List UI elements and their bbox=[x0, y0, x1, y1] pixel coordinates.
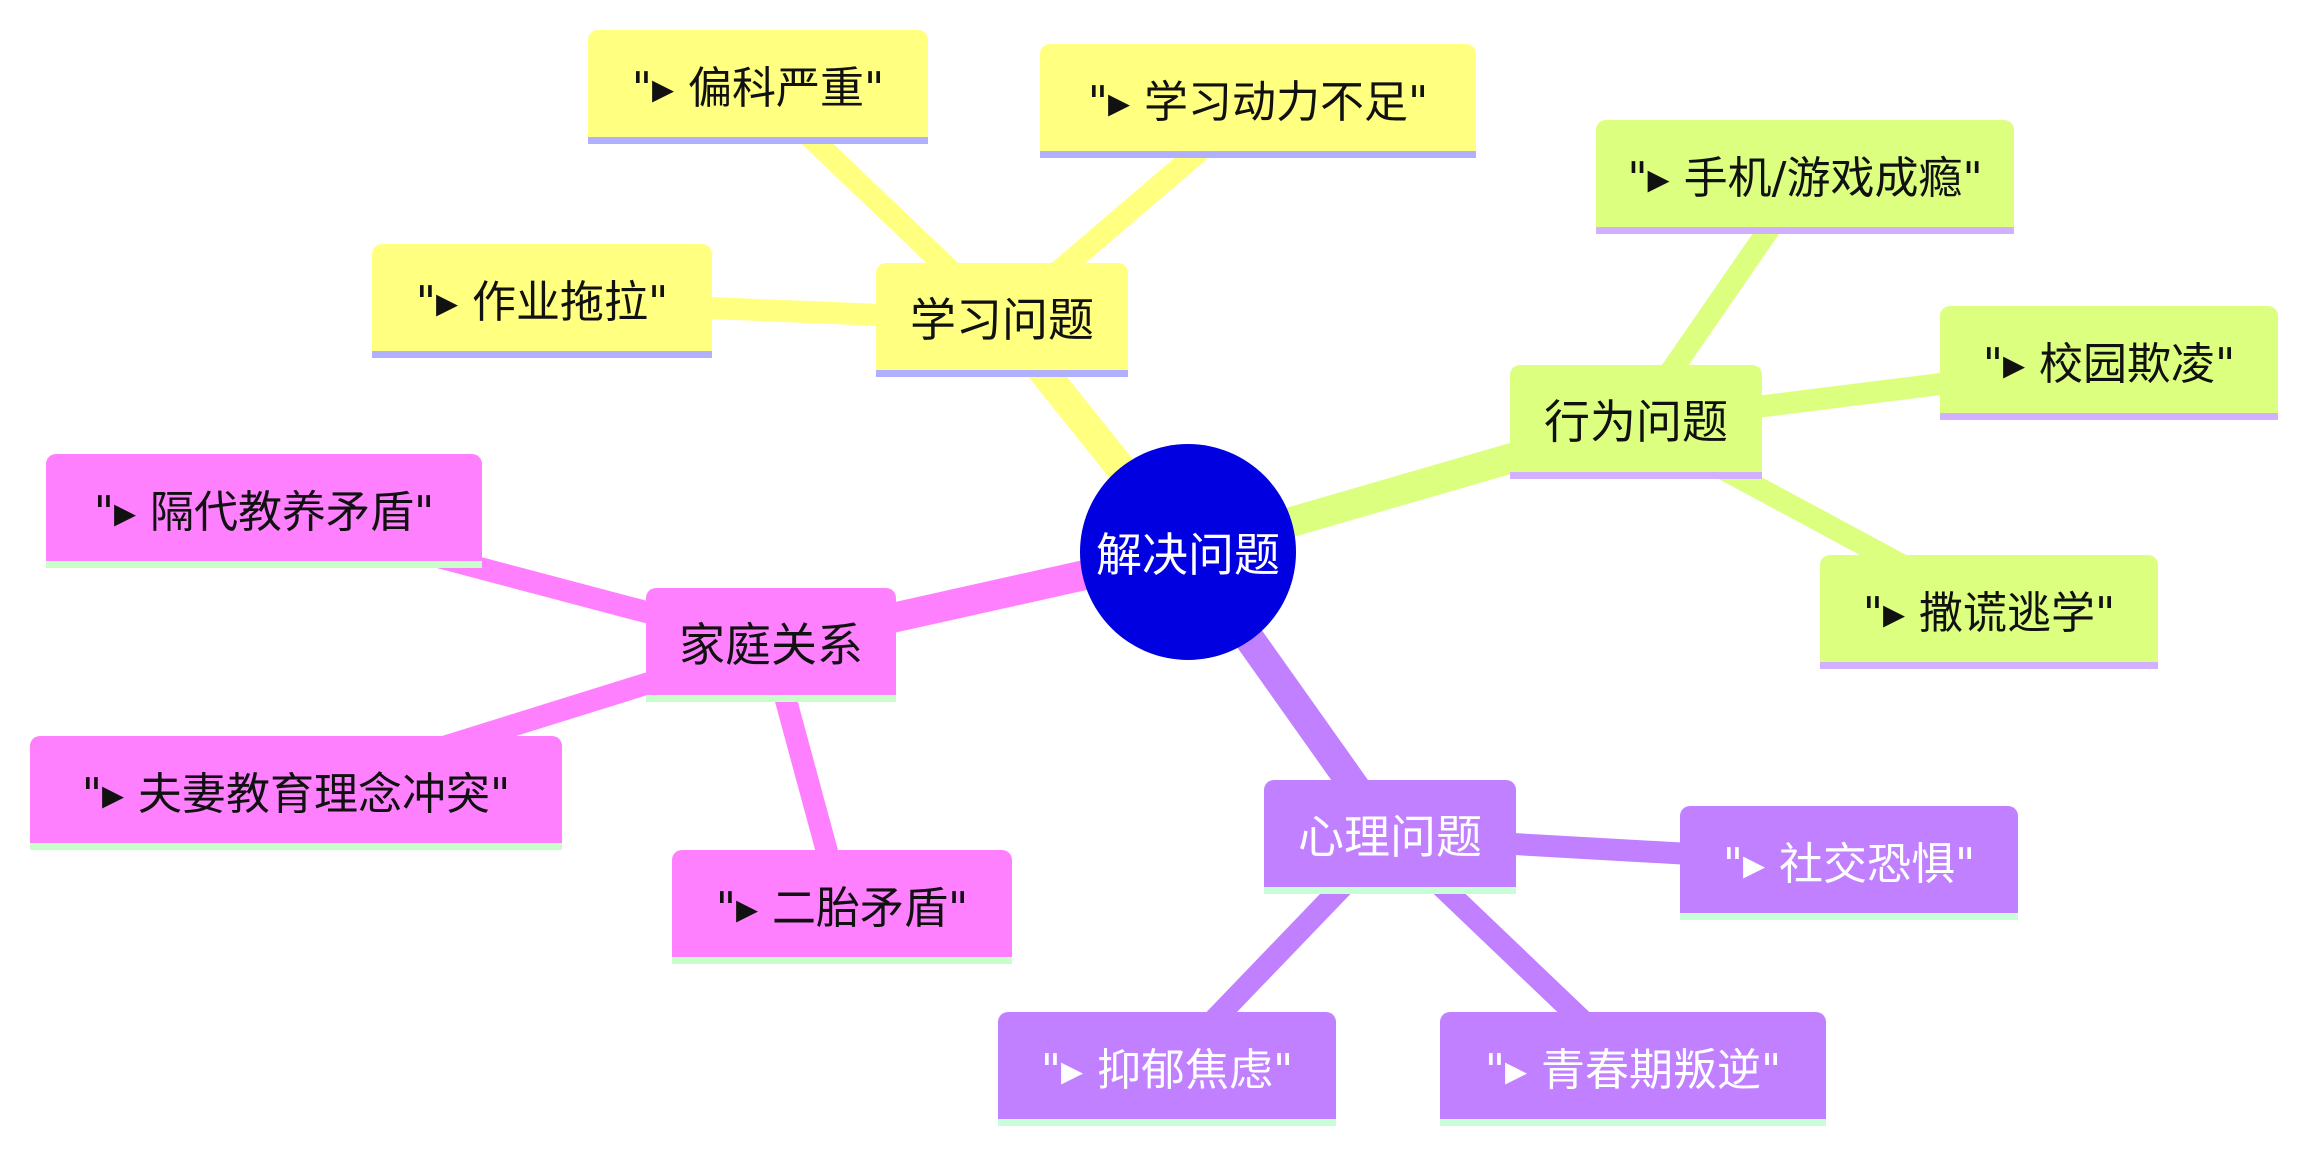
leaf-family-1-label: "▸ 夫妻教育理念冲突" bbox=[81, 768, 511, 820]
leaf-psych-2[interactable]: "▸ 青春期叛逆" bbox=[1440, 1012, 1826, 1126]
leaf-psych-0-label: "▸ 社交恐惧" bbox=[1722, 838, 1976, 890]
leaf-behavior-0[interactable]: "▸ 手机/游戏成瘾" bbox=[1596, 120, 2014, 234]
subtopic-study-label: 学习问题 bbox=[910, 292, 1094, 347]
leaf-psych-2-label: "▸ 青春期叛逆" bbox=[1484, 1044, 1782, 1096]
subtopic-psych-label: 心理问题 bbox=[1298, 809, 1482, 864]
subtopic-study[interactable]: 学习问题 bbox=[876, 263, 1128, 377]
leaf-study-2[interactable]: "▸ 作业拖拉" bbox=[372, 244, 712, 358]
subtopic-behavior-label: 行为问题 bbox=[1544, 394, 1728, 449]
central-topic[interactable]: 解决问题 bbox=[1080, 444, 1296, 660]
leaf-study-1[interactable]: "▸ 学习动力不足" bbox=[1040, 44, 1476, 158]
leaf-family-1[interactable]: "▸ 夫妻教育理念冲突" bbox=[30, 736, 562, 850]
leaf-study-0-label: "▸ 偏科严重" bbox=[631, 62, 885, 114]
leaf-family-0[interactable]: "▸ 隔代教养矛盾" bbox=[46, 454, 482, 568]
subtopic-family[interactable]: 家庭关系 bbox=[646, 588, 896, 702]
leaf-behavior-0-label: "▸ 手机/游戏成瘾" bbox=[1627, 152, 1983, 204]
leaf-study-1-label: "▸ 学习动力不足" bbox=[1087, 76, 1429, 128]
leaf-psych-1-label: "▸ 抑郁焦虑" bbox=[1040, 1044, 1294, 1096]
subtopic-family-label: 家庭关系 bbox=[679, 617, 863, 672]
leaf-behavior-1-label: "▸ 校园欺凌" bbox=[1982, 338, 2236, 390]
leaf-psych-1[interactable]: "▸ 抑郁焦虑" bbox=[998, 1012, 1336, 1126]
leaf-behavior-2-label: "▸ 撒谎逃学" bbox=[1862, 587, 2116, 639]
leaf-behavior-1[interactable]: "▸ 校园欺凌" bbox=[1940, 306, 2278, 420]
leaf-family-2-label: "▸ 二胎矛盾" bbox=[715, 882, 969, 934]
leaf-study-0[interactable]: "▸ 偏科严重" bbox=[588, 30, 928, 144]
leaf-psych-0[interactable]: "▸ 社交恐惧" bbox=[1680, 806, 2018, 920]
subtopic-psych[interactable]: 心理问题 bbox=[1264, 780, 1516, 894]
leaf-behavior-2[interactable]: "▸ 撒谎逃学" bbox=[1820, 555, 2158, 669]
subtopic-behavior[interactable]: 行为问题 bbox=[1510, 365, 1762, 479]
leaf-study-2-label: "▸ 作业拖拉" bbox=[415, 276, 669, 328]
central-topic-label: 解决问题 bbox=[1096, 528, 1280, 582]
leaf-family-0-label: "▸ 隔代教养矛盾" bbox=[93, 486, 435, 538]
leaf-family-2[interactable]: "▸ 二胎矛盾" bbox=[672, 850, 1012, 964]
